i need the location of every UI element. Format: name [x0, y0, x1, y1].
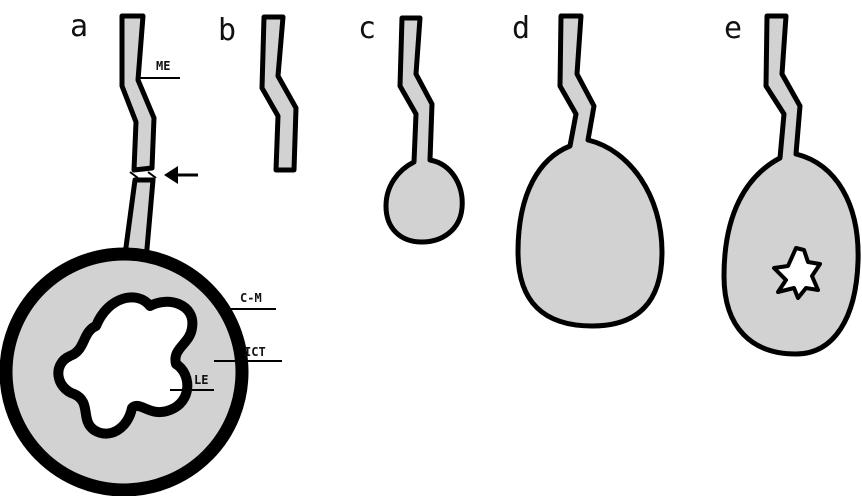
panel-c: c: [358, 11, 462, 242]
label-me: ME: [156, 59, 170, 73]
panel-d-label: d: [512, 11, 530, 46]
panel-a: a ME C-M ICT LE: [6, 9, 282, 490]
left-arrow-icon: [164, 166, 198, 184]
panel-a-break-mark-right: [148, 172, 156, 178]
panel-e-label: e: [724, 11, 742, 46]
panel-c-tubule-and-cyst: [386, 18, 462, 242]
panel-b-label: b: [218, 13, 236, 48]
panel-b-tubule: [262, 17, 296, 170]
panel-e-tubule-and-cyst: [724, 16, 858, 354]
panel-b: b: [218, 13, 296, 170]
label-le: LE: [194, 373, 208, 387]
label-ict: ICT: [244, 345, 266, 359]
panel-a-break-mark-left: [130, 172, 138, 178]
panel-c-label: c: [358, 11, 376, 46]
panel-d-tubule-and-cyst: [518, 16, 662, 326]
panel-a-upper-tubule: [122, 16, 154, 170]
panel-d: d: [512, 11, 662, 326]
panel-e: e: [724, 11, 858, 354]
label-cm: C-M: [240, 291, 262, 305]
panel-a-label: a: [70, 9, 88, 44]
